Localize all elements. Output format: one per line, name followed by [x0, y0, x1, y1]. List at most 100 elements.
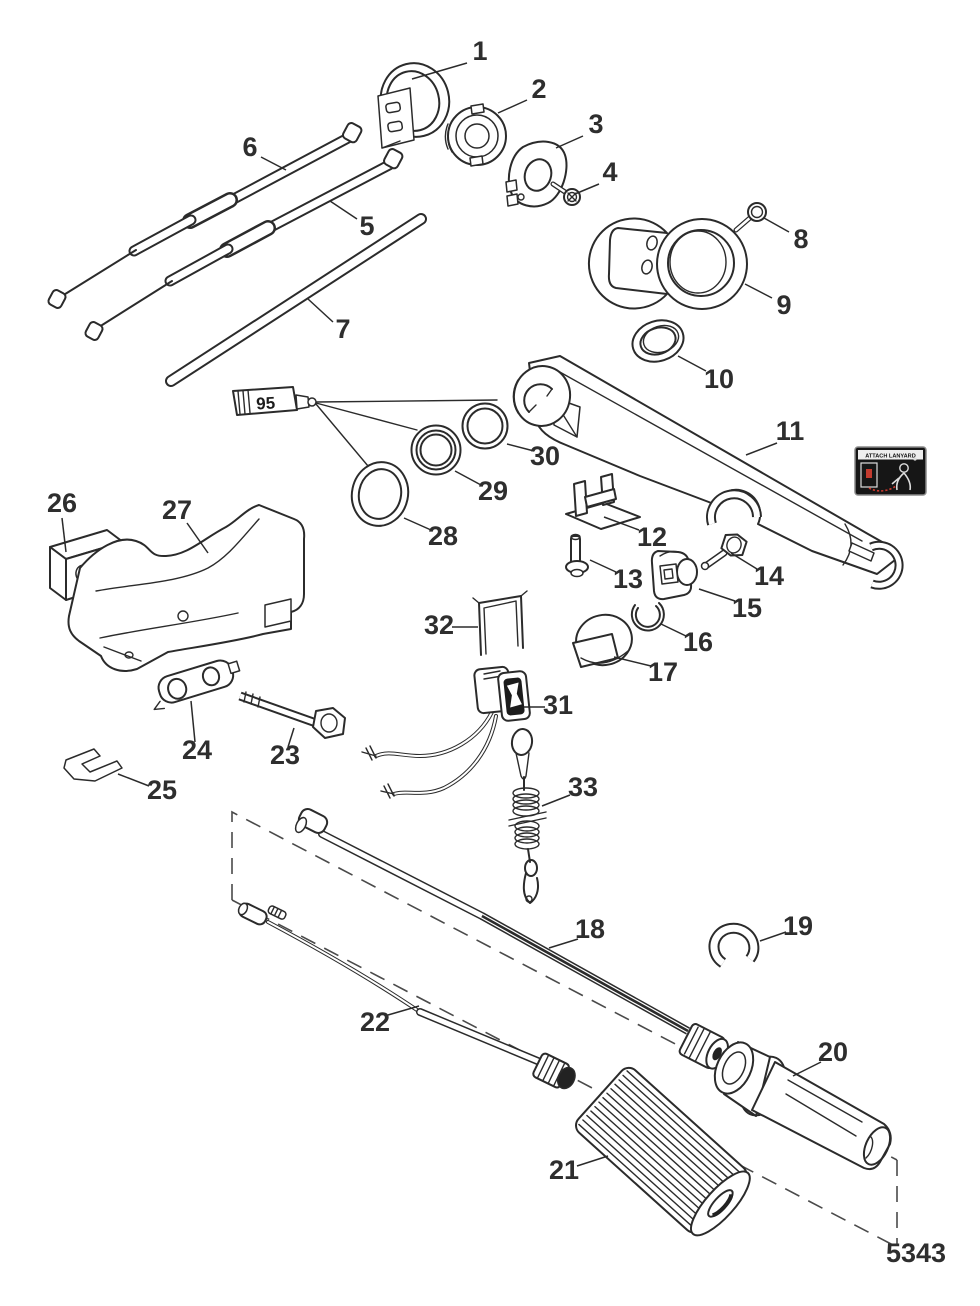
callout-number-16: 16 [683, 627, 713, 657]
callout-number-12: 12 [637, 522, 667, 552]
callout-leader-14 [730, 552, 758, 570]
part-13-screw [565, 533, 589, 578]
callout-number-20: 20 [818, 1037, 848, 1067]
switch-pictogram [860, 462, 878, 488]
callout-leader-19 [759, 931, 787, 942]
part-5-link-rod [84, 148, 404, 341]
callout-leader-18 [548, 938, 579, 949]
callout-leader-5 [329, 200, 358, 220]
callout-leader-22 [387, 1005, 420, 1016]
wire-end-1 [361, 745, 377, 761]
part-28-o-ring [350, 461, 410, 527]
callout-number-26: 26 [47, 488, 77, 518]
callout-number-23: 23 [270, 740, 300, 770]
part-24-link-plate [153, 659, 241, 711]
callout-number-7: 7 [335, 314, 350, 344]
callout-leader-10 [677, 355, 707, 372]
callout-leader-33 [541, 794, 571, 807]
callout-leader-28 [403, 517, 432, 531]
callout-number-33: 33 [568, 772, 598, 802]
callout-number-25: 25 [147, 775, 177, 805]
part-14-bolt [700, 533, 748, 571]
callout-leader-8 [763, 217, 790, 233]
part-22-cable [237, 902, 576, 1090]
part-11-tiller-arm [512, 355, 904, 590]
callout-leader-15 [698, 588, 736, 602]
part-2-cable-spool [444, 103, 507, 167]
part-21-grip-sleeve [575, 1066, 751, 1237]
part-33-lanyard [508, 728, 547, 904]
part-27-mount-bracket [67, 504, 306, 672]
warning-label-title: ATTACH LANYARD [865, 453, 916, 459]
callout-leader-29 [454, 470, 482, 486]
callout-number-13: 13 [613, 564, 643, 594]
callout-number-10: 10 [704, 364, 734, 394]
person-pictogram [899, 463, 909, 473]
callout-number-32: 32 [424, 610, 454, 640]
callout-number-17: 17 [648, 657, 678, 687]
callout-leader-17 [613, 656, 652, 667]
callout-leader-23 [287, 727, 295, 748]
wire-end-2 [380, 783, 395, 799]
callout-number-28: 28 [428, 521, 458, 551]
callout-number-5: 5 [359, 211, 374, 241]
part-1-throttle-cam [377, 62, 451, 149]
figure-number: 5343 [886, 1238, 946, 1268]
callout-leader-2 [497, 99, 528, 114]
callout-leader-11 [745, 442, 778, 456]
cable-threaded-end [532, 1052, 576, 1090]
callout-leader-9 [744, 283, 773, 299]
callout-leader-30 [506, 443, 535, 452]
callout-number-3: 3 [588, 109, 603, 139]
callout-number-22: 22 [360, 1007, 390, 1037]
warning-label-attach-lanyard: ATTACH LANYARD [854, 446, 927, 496]
part-23-bolt [238, 691, 346, 739]
part-12-cable-guide-bracket [565, 473, 641, 530]
callout-number-1: 1 [472, 36, 487, 66]
callout-number-6: 6 [242, 132, 257, 162]
part-15-cable-clamp [650, 550, 698, 601]
part-16-retaining-ring [630, 602, 665, 632]
warning-label-header [858, 450, 923, 460]
callout-number-19: 19 [783, 911, 813, 941]
callout-number-29: 29 [478, 476, 508, 506]
lube-tube-label: 95 [256, 394, 276, 414]
part-18-throttle-cable [294, 808, 729, 1070]
callout-leader-16 [660, 623, 687, 637]
part-9-tiller-bracket [587, 217, 748, 310]
callout-number-27: 27 [162, 495, 192, 525]
part-8-bolt [733, 202, 767, 233]
callout-leader-4 [574, 183, 600, 195]
callout-number-21: 21 [549, 1155, 579, 1185]
part-30-o-ring [461, 402, 509, 450]
lube-tube-95: 95 [232, 386, 317, 416]
callout-leader-27 [186, 522, 209, 554]
callout-leader-12 [603, 516, 640, 531]
part-7-shift-rod [165, 213, 427, 387]
part-6-link-rod [47, 122, 363, 309]
callout-number-8: 8 [793, 224, 808, 254]
callout-leader-24 [190, 700, 196, 743]
part-10-seal-ring [631, 319, 685, 363]
callout-number-4: 4 [602, 157, 617, 187]
callout-number-30: 30 [530, 441, 560, 471]
callout-number-14: 14 [754, 561, 784, 591]
callout-leader-6 [260, 156, 287, 171]
callout-number-15: 15 [732, 593, 762, 623]
part-3-cam-follower-plate [505, 140, 568, 208]
callout-leader-3 [555, 135, 584, 149]
callout-leader-21 [576, 1155, 609, 1167]
cable-barrel-fitting [678, 1023, 729, 1070]
part-31-stop-switch [361, 665, 531, 799]
part-20-throttle-grip-shaft [713, 1041, 892, 1171]
lube-application-lines [315, 399, 498, 467]
callout-leader-7 [307, 298, 334, 323]
callout-number-11: 11 [776, 416, 805, 446]
part-32-retainer-clip [472, 590, 528, 656]
callout-number-24: 24 [182, 735, 212, 765]
callout-number-9: 9 [776, 290, 791, 320]
callout-leader-13 [589, 559, 617, 573]
